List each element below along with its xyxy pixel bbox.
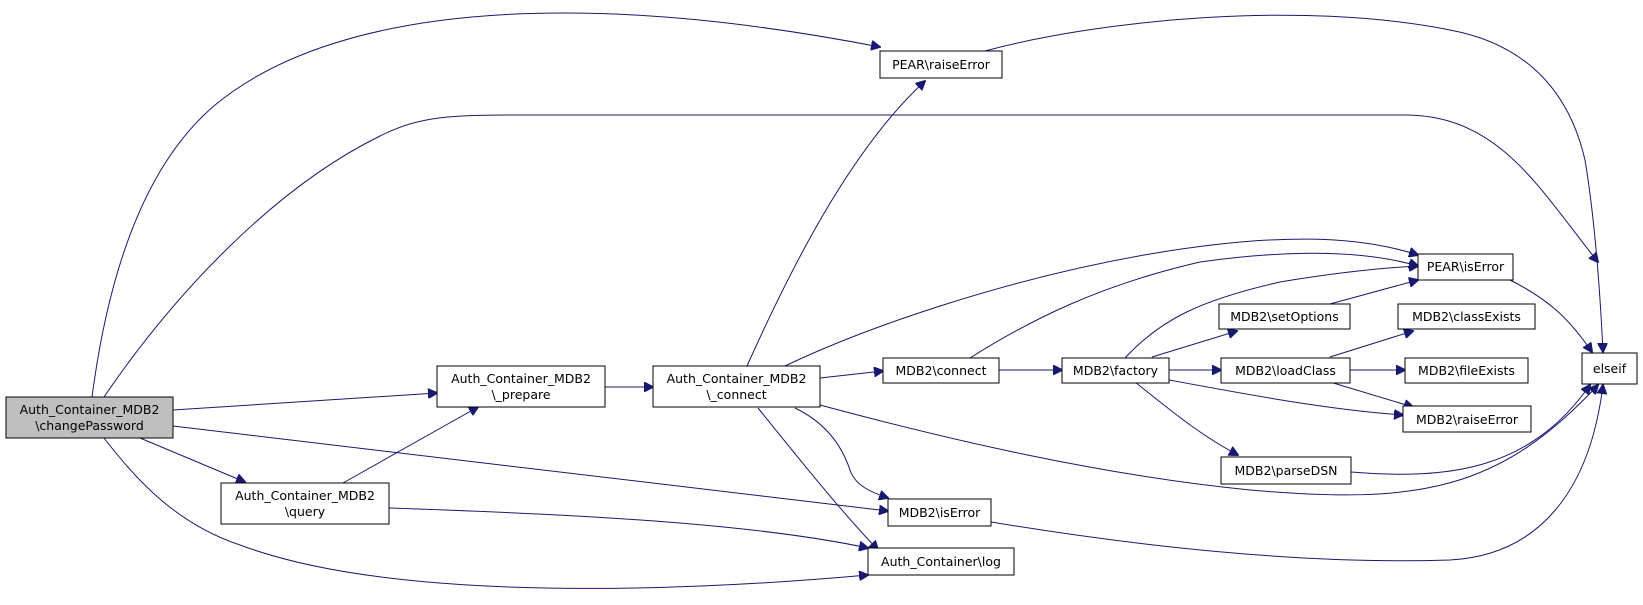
edge-changepassword-to-elseif	[103, 114, 1598, 398]
node-query-label-1: Auth_Container_MDB2	[235, 488, 375, 503]
edge-connect-to-mdb2-iserror	[794, 407, 888, 498]
node-mdb2-parsedsn-label: MDB2\parseDSN	[1235, 463, 1338, 478]
node-mdb2-setoptions-label: MDB2\setOptions	[1230, 309, 1338, 324]
node-mdb2-classexists-label: MDB2\classExists	[1412, 309, 1521, 324]
node-pear-raiseerror-label: PEAR\raiseError	[892, 57, 991, 72]
node-prepare-label-2: \_prepare	[491, 387, 550, 402]
edge-query-to-prepare	[342, 407, 478, 484]
edge-connect-to-mdb2-connect	[819, 371, 883, 379]
edge-factory-to-pear-iserror	[1124, 266, 1418, 359]
node-mdb2-loadclass[interactable]: MDB2\loadClass	[1220, 357, 1351, 384]
edge-connect-to-pear-iserror	[784, 238, 1418, 367]
nodes: Auth_Container_MDB2 \changePassword Auth…	[5, 50, 1638, 576]
node-mdb2-connect-label: MDB2\connect	[896, 363, 987, 378]
edge-changepassword-to-pear-raiseerror	[91, 12, 880, 398]
node-mdb2-iserror-label: MDB2\isError	[899, 505, 981, 520]
node-elseif-label: elseif	[1593, 361, 1627, 376]
edge-factory-to-setoptions	[1151, 331, 1237, 358]
edge-parsedsn-to-elseif	[1350, 385, 1590, 475]
node-query[interactable]: Auth_Container_MDB2 \query	[220, 482, 390, 525]
edge-connect-to-log	[757, 407, 878, 550]
node-changepassword-label-1: Auth_Container_MDB2	[20, 402, 160, 417]
edge-mdb2-iserror-to-elseif	[990, 385, 1603, 562]
node-mdb2-factory-label: MDB2\factory	[1073, 363, 1159, 378]
edge-factory-to-parsedsn	[1134, 381, 1238, 455]
node-changepassword-label-2: \changePassword	[35, 418, 144, 433]
edge-loadclass-to-mdb2-raiseerror	[1329, 381, 1413, 407]
node-pear-iserror[interactable]: PEAR\isError	[1417, 253, 1514, 281]
node-connect[interactable]: Auth_Container_MDB2 \_connect	[652, 365, 821, 408]
node-query-label-2: \query	[285, 504, 326, 519]
edge-loadclass-to-classexists	[1329, 331, 1413, 358]
edge-connect-to-pear-raiseerror	[746, 81, 925, 367]
edge-mdb2-connect-to-pear-iserror	[969, 252, 1418, 359]
node-changepassword[interactable]: Auth_Container_MDB2 \changePassword	[5, 396, 174, 439]
edge-pear-iserror-to-elseif	[1509, 279, 1592, 352]
edge-changepassword-to-query	[139, 437, 245, 482]
edge-changepassword-to-mdb2-iserror	[172, 425, 888, 511]
node-pear-iserror-label: PEAR\isError	[1427, 259, 1505, 274]
node-mdb2-classexists[interactable]: MDB2\classExists	[1397, 303, 1536, 330]
edge-setoptions-to-pear-iserror	[1329, 280, 1418, 305]
node-elseif[interactable]: elseif	[1581, 352, 1638, 385]
node-connect-label-2: \_connect	[706, 387, 766, 402]
node-mdb2-parsedsn[interactable]: MDB2\parseDSN	[1220, 456, 1352, 485]
node-mdb2-factory[interactable]: MDB2\factory	[1061, 357, 1170, 384]
node-mdb2-setoptions[interactable]: MDB2\setOptions	[1218, 303, 1351, 330]
edge-query-to-log	[388, 507, 868, 548]
node-pear-raiseerror[interactable]: PEAR\raiseError	[879, 50, 1003, 79]
node-mdb2-iserror[interactable]: MDB2\isError	[887, 498, 992, 527]
edge-connect-to-elseif	[819, 385, 1598, 496]
edge-factory-to-mdb2-raiseerror	[1168, 379, 1403, 415]
edge-changepassword-to-prepare	[172, 393, 437, 411]
node-mdb2-connect[interactable]: MDB2\connect	[882, 357, 1000, 384]
node-mdb2-raiseerror-label: MDB2\raiseError	[1416, 412, 1519, 427]
node-mdb2-fileexists[interactable]: MDB2\fileExists	[1404, 357, 1529, 384]
node-prepare-label-1: Auth_Container_MDB2	[451, 371, 591, 386]
node-connect-label-1: Auth_Container_MDB2	[667, 371, 807, 386]
node-mdb2-raiseerror[interactable]: MDB2\raiseError	[1402, 405, 1532, 433]
node-prepare[interactable]: Auth_Container_MDB2 \_prepare	[436, 365, 606, 408]
edges	[91, 12, 1603, 589]
edge-pear-raiseerror-to-elseif	[984, 14, 1603, 352]
edge-changepassword-to-log	[103, 437, 868, 589]
node-mdb2-loadclass-label: MDB2\loadClass	[1235, 363, 1336, 378]
node-auth-container-log-label: Auth_Container\log	[881, 554, 1001, 569]
node-auth-container-log[interactable]: Auth_Container\log	[867, 547, 1015, 576]
node-mdb2-fileexists-label: MDB2\fileExists	[1418, 363, 1515, 378]
